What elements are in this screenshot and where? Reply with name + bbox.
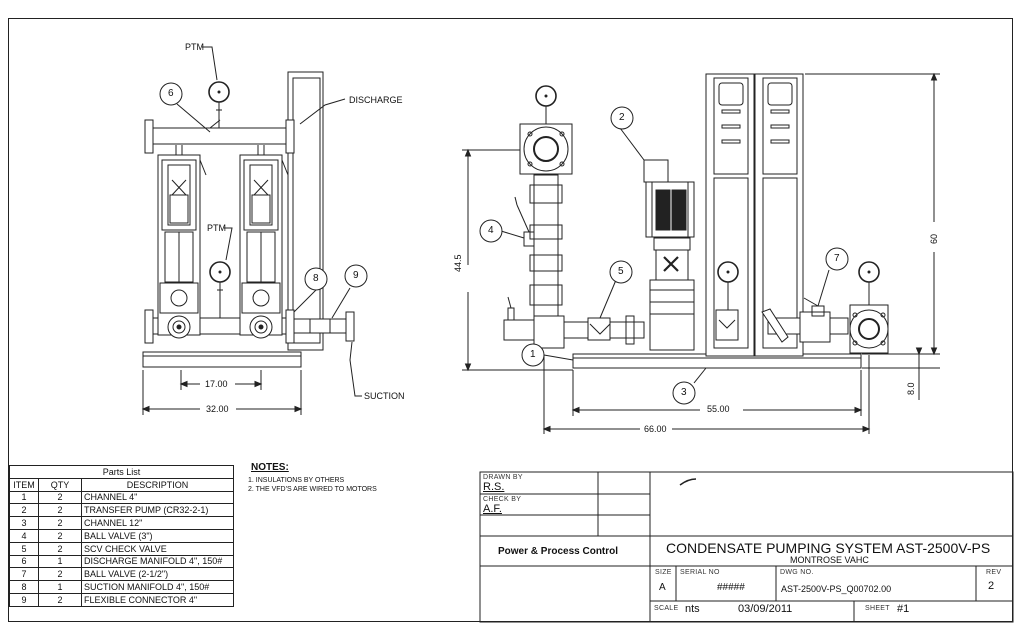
dim-55: 55.00 — [707, 404, 730, 414]
pump-left-1 — [157, 145, 207, 339]
dwg-value: AST-2500V-PS_Q00702.00 — [781, 584, 892, 594]
gauge-top-left — [208, 81, 230, 128]
dim-60: 60 — [929, 233, 939, 244]
transfer-pump-side — [643, 159, 695, 351]
ptm-label-mid: PTM — [207, 223, 226, 233]
check-by-value: A.F. — [483, 503, 502, 515]
cell-desc: SUCTION MANIFOLD 4", 150# — [81, 580, 234, 594]
title-block-grid — [479, 471, 1014, 623]
size-label: SIZE — [655, 569, 672, 576]
parts-header-item: ITEM — [9, 477, 39, 492]
drawing-title: CONDENSATE PUMPING SYSTEM AST-2500V-PS — [666, 540, 991, 556]
drawn-by-label: DRAWN BY — [483, 474, 523, 481]
cell-qty: 2 — [38, 592, 82, 607]
note-line-1: 1. INSULATIONS BY OTHERS — [248, 477, 345, 484]
balloon-2: 2 — [619, 112, 625, 123]
check-by-label: CHECK BY — [483, 496, 522, 503]
serial-label: SERIAL NO — [680, 569, 720, 576]
dwg-label: DWG NO. — [780, 569, 814, 576]
parts-header-qty: QTY — [38, 477, 82, 492]
dim-17: 17.00 — [205, 379, 228, 389]
serial-value: ##### — [717, 582, 745, 593]
cell-qty: 1 — [38, 554, 82, 569]
vfd-panel-1 — [705, 73, 755, 357]
dim-8: 8.0 — [906, 382, 916, 395]
cell-item: 3 — [9, 516, 39, 530]
cell-item: 2 — [9, 503, 39, 518]
company-name: Power & Process Control — [498, 546, 619, 557]
cell-desc: BALL VALVE (3") — [81, 528, 234, 543]
front-elevation-view — [141, 46, 362, 415]
date-value: 03/09/2011 — [738, 603, 793, 615]
cell-qty: 2 — [38, 541, 82, 556]
cell-desc: CHANNEL 12" — [81, 516, 234, 530]
balloon-4: 4 — [488, 225, 494, 236]
cell-qty: 2 — [38, 567, 82, 582]
vfd-panel-2 — [754, 73, 804, 357]
balloon-shapes — [159, 82, 849, 405]
cell-desc: DISCHARGE MANIFOLD 4", 150# — [81, 554, 234, 569]
parts-list-title: Parts List — [9, 465, 234, 479]
cell-desc: BALL VALVE (2-1/2") — [81, 567, 234, 582]
cell-item: 1 — [9, 490, 39, 505]
cell-item: 6 — [9, 554, 39, 569]
cell-desc: SCV CHECK VALVE — [81, 541, 234, 556]
size-value: A — [659, 582, 666, 593]
discharge-label: DISCHARGE — [349, 95, 403, 105]
parts-header-desc: DESCRIPTION — [81, 477, 234, 492]
cell-item: 9 — [9, 592, 39, 607]
note-line-2: 2. THE VFD'S ARE WIRED TO MOTORS — [248, 486, 377, 493]
balloon-6: 6 — [168, 88, 174, 99]
sheet-label: SHEET — [865, 605, 890, 612]
drawing-subtitle: MONTROSE VAHC — [790, 555, 869, 565]
sheet-value: #1 — [897, 603, 910, 615]
side-elevation-view — [462, 72, 940, 434]
balloon-7: 7 — [834, 253, 840, 264]
cell-qty: 2 — [38, 528, 82, 543]
balloon-3: 3 — [681, 387, 687, 398]
cell-item: 7 — [9, 567, 39, 582]
ptm-label-top: PTM — [185, 42, 204, 52]
cell-item: 5 — [9, 541, 39, 556]
pump-left-2 — [239, 145, 289, 339]
drawn-by-value: R.S. — [483, 481, 505, 493]
balloon-1: 1 — [530, 349, 536, 360]
cell-item: 8 — [9, 580, 39, 594]
cell-qty: 1 — [38, 580, 82, 594]
cell-qty: 2 — [38, 490, 82, 505]
cell-desc: TRANSFER PUMP (CR32-2-1) — [81, 503, 234, 518]
suction-label: SUCTION — [364, 391, 405, 401]
cell-item: 4 — [9, 528, 39, 543]
scale-value: nts — [685, 603, 700, 615]
scale-label: SCALE — [654, 605, 679, 612]
dim-66: 66.00 — [644, 424, 667, 434]
balloon-5: 5 — [618, 266, 624, 277]
cell-qty: 2 — [38, 503, 82, 518]
balloon-9: 9 — [353, 270, 359, 281]
notes-title: NOTES: — [251, 462, 289, 473]
cell-desc: CHANNEL 4" — [81, 490, 234, 505]
dim-44-5: 44.5 — [453, 254, 463, 272]
rev-value: 2 — [988, 580, 995, 592]
balloon-8: 8 — [313, 273, 319, 284]
cell-desc: FLEXIBLE CONNECTOR 4" — [81, 592, 234, 607]
cell-qty: 2 — [38, 516, 82, 530]
rev-label: REV — [986, 569, 1002, 576]
gauge-mid-left — [209, 261, 231, 318]
dim-32: 32.00 — [206, 404, 229, 414]
